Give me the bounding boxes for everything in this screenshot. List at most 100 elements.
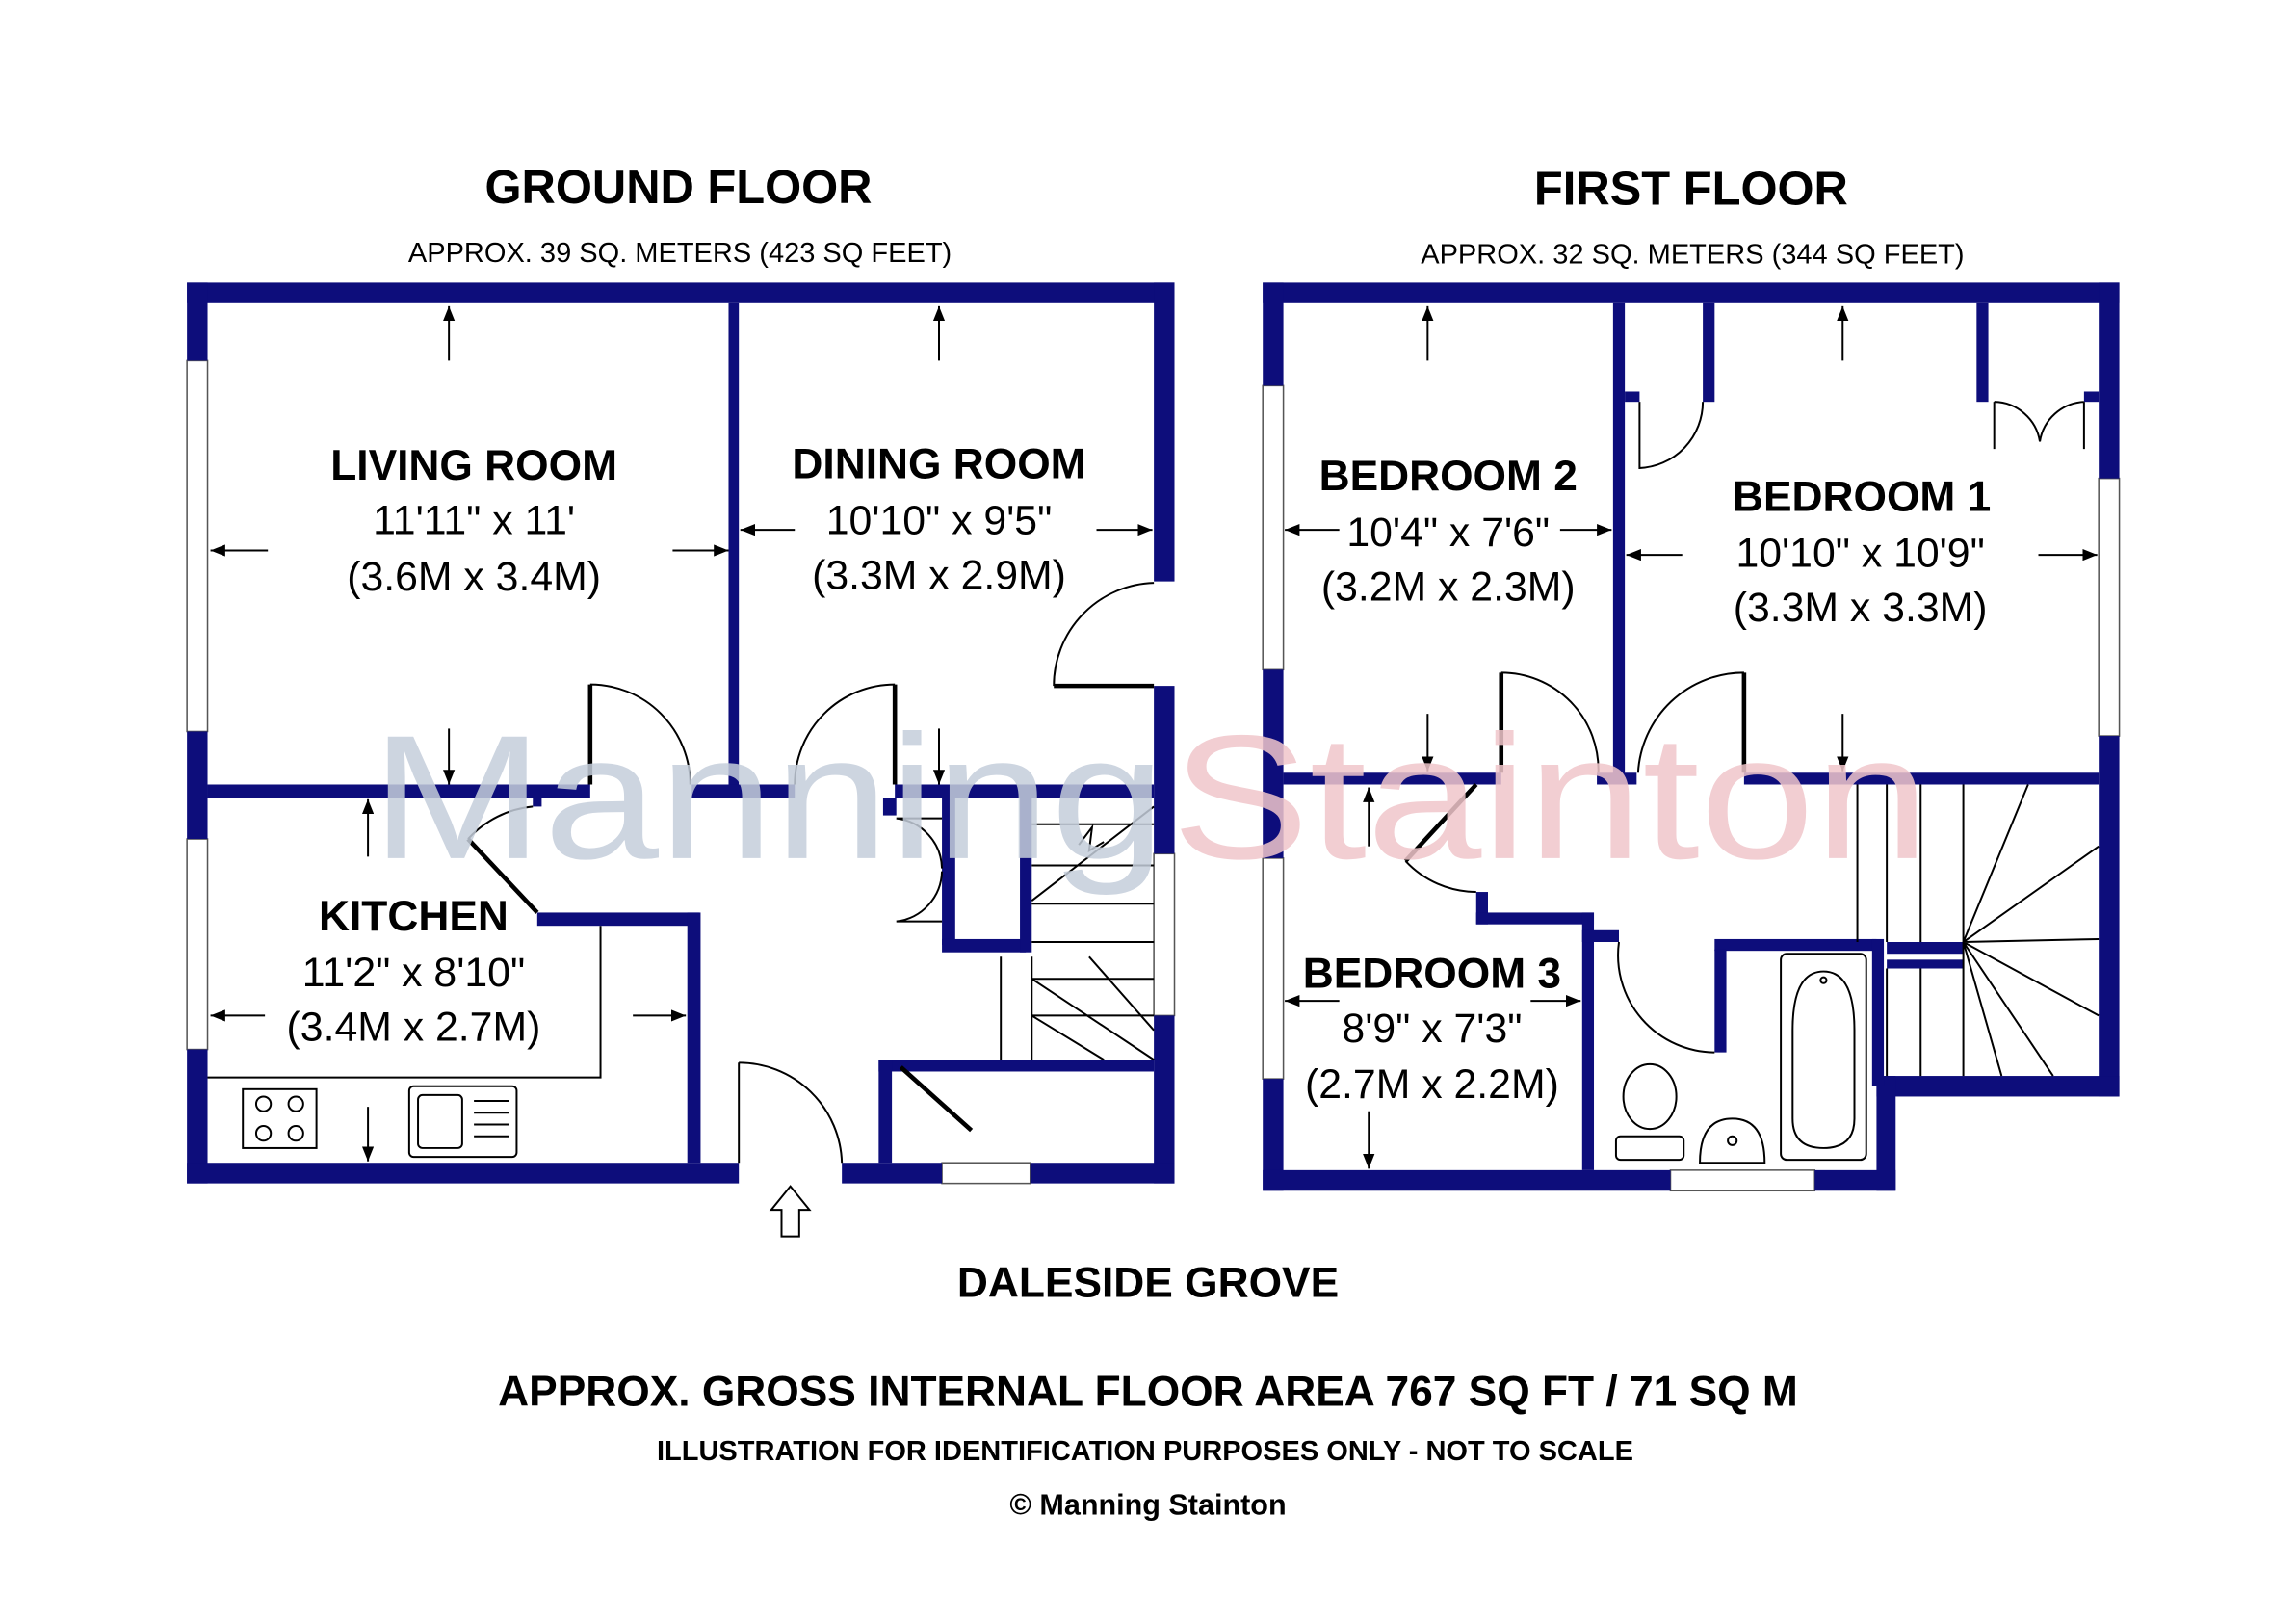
window xyxy=(1669,1169,1816,1192)
wall xyxy=(533,798,542,807)
door xyxy=(1403,782,1478,863)
wall xyxy=(1263,282,2120,303)
wall xyxy=(1887,959,1964,969)
wall xyxy=(1030,1163,1175,1184)
door-swing xyxy=(1617,941,1715,1054)
wall xyxy=(895,784,1155,798)
room-dimensions-metric: (3.6M x 3.4M) xyxy=(347,554,601,600)
staircase xyxy=(1856,784,2100,1077)
hob-icon xyxy=(242,1087,318,1149)
wall xyxy=(1876,1076,2120,1097)
watermark: Manning Stainton xyxy=(371,698,1929,896)
door-swing xyxy=(794,683,896,785)
room-dimensions-imperial: 11'2" x 8'10" xyxy=(302,950,525,996)
dimension-arrows xyxy=(210,305,1153,1162)
disclaimer: ILLUSTRATION FOR IDENTIFICATION PURPOSES… xyxy=(657,1436,1633,1467)
wall xyxy=(942,798,955,946)
door-swing xyxy=(1404,860,1476,894)
wall xyxy=(1581,929,1620,943)
wall xyxy=(878,1060,1155,1072)
room-dimensions-imperial: 11'11" x 11' xyxy=(373,498,575,544)
wall xyxy=(1703,302,1715,403)
first-floor-area: APPROX. 32 SQ. METERS (344 SQ FEET) xyxy=(1421,240,1964,271)
front-door-swing xyxy=(738,1061,844,1164)
wall xyxy=(187,1049,208,1184)
wall xyxy=(1612,302,1626,785)
wall xyxy=(1871,938,1885,1086)
wall xyxy=(1887,942,1964,955)
room-label-living-room: LIVING ROOM 11'11" x 11' (3.6M x 3.4M) xyxy=(330,442,617,600)
wall xyxy=(878,1060,893,1164)
room-name: LIVING ROOM xyxy=(330,442,617,489)
wall xyxy=(536,912,699,927)
wall xyxy=(1263,669,1284,858)
wall xyxy=(1154,1015,1175,1184)
room-name: BEDROOM 2 xyxy=(1319,453,1578,500)
wall xyxy=(1283,772,1501,785)
sink-icon xyxy=(407,1085,518,1159)
window xyxy=(1262,384,1285,671)
watermark-text-stainton: Stainton xyxy=(1171,698,1929,896)
room-name: KITCHEN xyxy=(319,893,509,940)
wall xyxy=(842,1163,943,1184)
cupboard-doors xyxy=(896,817,944,923)
cupboard-doors xyxy=(1993,401,2085,450)
entrance-arrow-icon xyxy=(769,1185,812,1238)
basin-icon xyxy=(1699,1117,1766,1164)
wall xyxy=(1020,798,1032,953)
wall xyxy=(1714,949,1727,1053)
watermark-text-manning: Manning xyxy=(371,698,1165,896)
window xyxy=(941,1162,1031,1185)
wall xyxy=(1154,686,1175,854)
door xyxy=(466,837,539,915)
room-dimensions-metric: (2.7M x 2.2M) xyxy=(1305,1061,1559,1108)
door-swing xyxy=(1636,671,1744,773)
wall xyxy=(1597,772,1637,785)
wall xyxy=(187,731,208,840)
wall xyxy=(942,938,1027,953)
wall xyxy=(187,282,208,361)
copyright: © Manning Stainton xyxy=(1009,1488,1286,1521)
room-dimensions-imperial: 10'10" x 10'9" xyxy=(1735,530,1984,576)
room-name: BEDROOM 1 xyxy=(1733,473,1991,520)
wall xyxy=(2099,282,2120,479)
door-swing xyxy=(589,683,691,785)
wall xyxy=(1625,391,1640,403)
wall xyxy=(1976,302,1989,403)
room-label-bedroom-1: BEDROOM 1 10'10" x 10'9" (3.3M x 3.3M) xyxy=(1733,473,1991,631)
wall xyxy=(1814,1169,1896,1191)
wall xyxy=(1475,912,1595,925)
room-label-kitchen: KITCHEN 11'2" x 8'10" (3.4M x 2.7M) xyxy=(287,893,541,1051)
wall xyxy=(1714,938,1877,952)
cupboard-door xyxy=(1638,402,1705,469)
wall xyxy=(207,784,590,798)
room-label-bedroom-3: BEDROOM 3 8'9" x 7'3" (2.7M x 2.2M) xyxy=(1303,950,1561,1108)
ground-floor-plan xyxy=(186,282,1176,1238)
window xyxy=(186,359,209,733)
gross-floor-area: APPROX. GROSS INTERNAL FLOOR AREA 767 SQ… xyxy=(498,1368,1798,1415)
bath-icon xyxy=(1780,953,1867,1162)
wall xyxy=(1263,282,1284,386)
room-label-dining-room: DINING ROOM 10'10" x 9'5" (3.3M x 2.9M) xyxy=(792,441,1085,599)
window xyxy=(2098,477,2121,737)
wall xyxy=(1154,282,1175,582)
room-dimensions-imperial: 10'10" x 9'5" xyxy=(826,498,1053,544)
wall xyxy=(882,798,897,816)
first-floor-plan xyxy=(1262,282,2121,1192)
wall xyxy=(1876,1076,1896,1191)
ground-floor-title: GROUND FLOOR xyxy=(485,162,873,214)
wall xyxy=(1581,912,1595,1170)
door xyxy=(899,1065,974,1133)
room-dimensions-metric: (3.3M x 3.3M) xyxy=(1734,585,1988,631)
room-name: BEDROOM 3 xyxy=(1303,950,1561,997)
wall xyxy=(687,912,701,1164)
wall xyxy=(1743,772,2100,785)
room-name: DINING ROOM xyxy=(792,441,1085,488)
ground-floor-area: APPROX. 39 SQ. METERS (423 SQ FEET) xyxy=(408,238,952,269)
room-dimensions-imperial: 8'9" x 7'3" xyxy=(1342,1006,1522,1052)
dimension-arrows xyxy=(1285,305,2098,1169)
wall xyxy=(1263,1169,1671,1191)
wall xyxy=(1263,1079,1284,1191)
wall xyxy=(187,1163,740,1184)
